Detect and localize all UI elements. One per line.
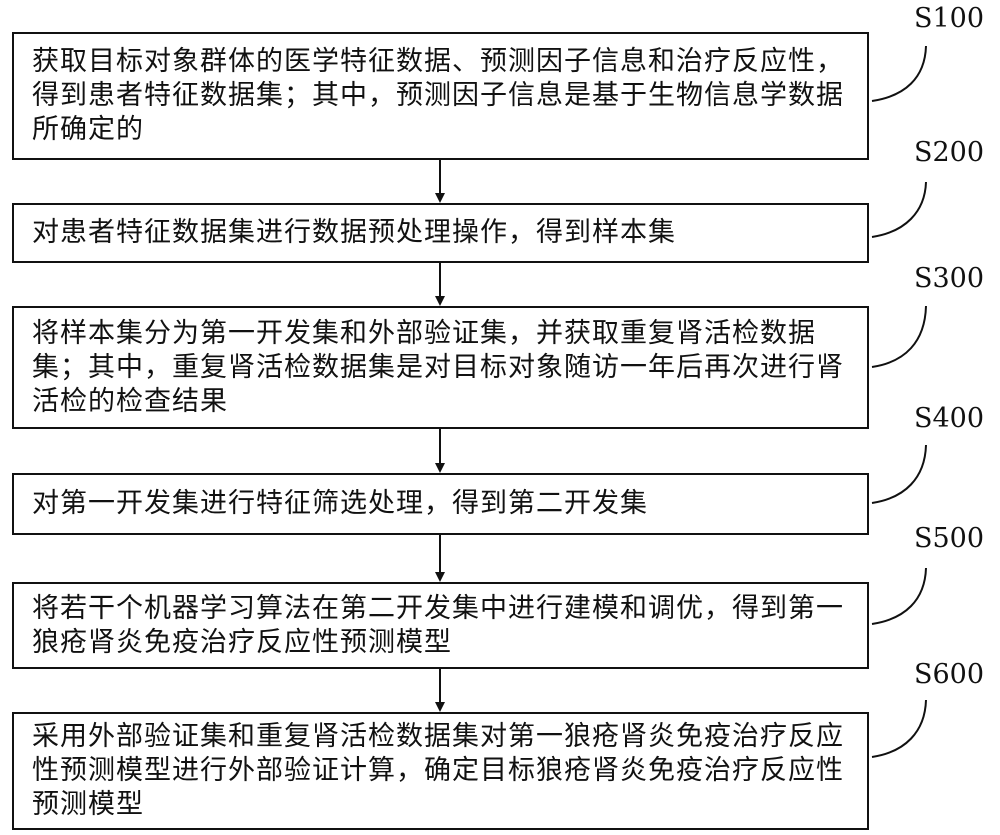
leader-s400 bbox=[871, 444, 927, 504]
step-box-s400: 对第一开发集进行特征筛选处理，得到第二开发集 bbox=[12, 473, 869, 535]
step-text-s600: 采用外部验证集和重复肾活检数据集对第一狼疮肾炎免疫治疗反应性预测模型进行外部验证… bbox=[32, 721, 844, 820]
leader-s500 bbox=[871, 567, 927, 625]
step-label-s600: S600 bbox=[914, 659, 985, 690]
step-box-s500: 将若干个机器学习算法在第二开发集中进行建模和调优，得到第一狼疮肾炎免疫治疗反应性… bbox=[12, 582, 869, 669]
step-label-s500: S500 bbox=[914, 523, 985, 554]
step-text-s300: 将样本集分为第一开发集和外部验证集，并获取重复肾活检数据集；其中，重复肾活检数据… bbox=[32, 317, 844, 417]
step-box-s300: 将样本集分为第一开发集和外部验证集，并获取重复肾活检数据集；其中，重复肾活检数据… bbox=[12, 306, 869, 429]
step-label-s200: S200 bbox=[914, 137, 985, 168]
step-box-s600: 采用外部验证集和重复肾活检数据集对第一狼疮肾炎免疫治疗反应性预测模型进行外部验证… bbox=[12, 712, 869, 830]
step-label-s100: S100 bbox=[914, 3, 985, 34]
step-box-s200: 对患者特征数据集进行数据预处理操作，得到样本集 bbox=[12, 203, 869, 263]
step-text-s500: 将若干个机器学习算法在第二开发集中进行建模和调优，得到第一狼疮肾炎免疫治疗反应性… bbox=[32, 592, 844, 658]
step-label-s300: S300 bbox=[914, 263, 985, 294]
step-label-s400: S400 bbox=[914, 403, 985, 434]
step-box-s100: 获取目标对象群体的医学特征数据、预测因子信息和治疗反应性，得到患者特征数据集；其… bbox=[12, 32, 869, 160]
step-text-s100: 获取目标对象群体的医学特征数据、预测因子信息和治疗反应性，得到患者特征数据集；其… bbox=[32, 46, 844, 145]
leader-s200 bbox=[871, 181, 927, 238]
leader-s100 bbox=[871, 45, 927, 102]
leader-s600 bbox=[871, 699, 927, 758]
step-text-s200: 对患者特征数据集进行数据预处理操作，得到样本集 bbox=[32, 217, 676, 248]
leader-s300 bbox=[871, 305, 927, 368]
step-text-s400: 对第一开发集进行特征筛选处理，得到第二开发集 bbox=[32, 488, 648, 519]
